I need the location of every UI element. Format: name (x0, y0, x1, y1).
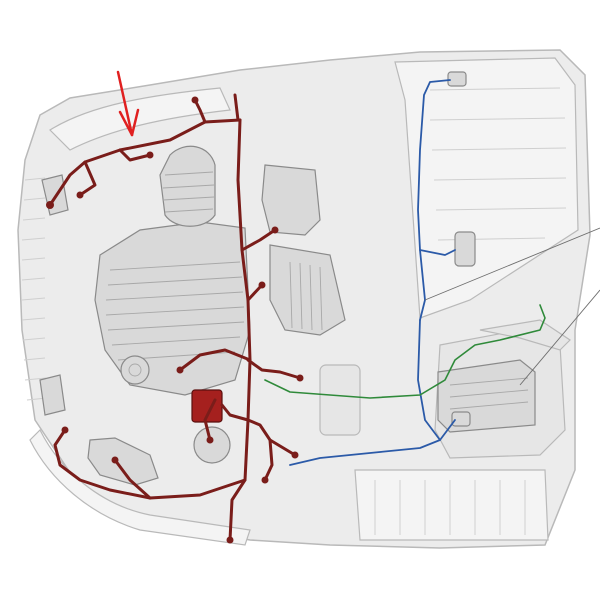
roof-module (454, 231, 476, 267)
main-wiring-harness (48, 93, 302, 542)
cab-roof-panel (394, 57, 579, 319)
floor-bracket (451, 411, 471, 427)
pulley (120, 355, 150, 385)
radiator (261, 164, 321, 236)
harness-connectors (46, 96, 304, 544)
duct-ribs (162, 171, 215, 213)
cab-floor (354, 469, 549, 541)
engine-block (94, 221, 251, 396)
roof-ribs (429, 87, 567, 241)
blue-wiring-harness (289, 79, 456, 466)
roof-bracket (447, 71, 467, 87)
console (319, 364, 361, 436)
washer-tank (87, 437, 159, 486)
pulley-hub (128, 363, 142, 377)
hvac-unit (269, 244, 346, 336)
callout-arrow (116, 70, 140, 137)
left-headlight-lower (39, 374, 66, 416)
green-wiring-harness (264, 304, 546, 399)
battery-ribs (449, 377, 529, 410)
coolant-reservoir (193, 426, 231, 464)
hood-curve (49, 87, 231, 151)
front-grille (21, 177, 48, 401)
leader-lines (424, 227, 600, 386)
hvac-fins (289, 261, 323, 331)
floor-ribs (374, 480, 526, 535)
